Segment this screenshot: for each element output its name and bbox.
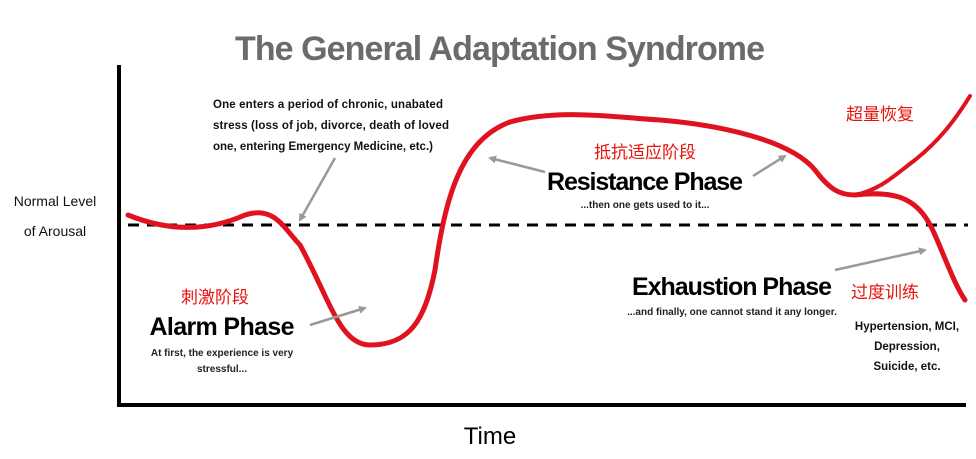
y-axis-label-line2: of Arousal	[24, 223, 86, 239]
alarm-phase-label: Alarm Phase	[150, 313, 295, 341]
outcome-line2: Depression,	[874, 341, 940, 353]
exhaustion-cn-label: 过度训练	[851, 283, 919, 302]
exhaustion-phase-label: Exhaustion Phase	[632, 273, 832, 301]
resistance-phase-label: Resistance Phase	[547, 168, 743, 196]
arrow-chronic	[298, 157, 337, 222]
exhaustion-desc: ...and finally, one cannot stand it any …	[627, 307, 837, 318]
y-axis-label-line1: Normal Level	[14, 193, 96, 209]
chronic-note-line1: One enters a period of chronic, unabated	[213, 99, 443, 111]
alarm-desc-line2: stressful...	[197, 364, 247, 375]
arrow-exhaustion	[834, 247, 927, 272]
outcome-line3: Suicide, etc.	[873, 361, 940, 373]
alarm-desc-line1: At first, the experience is very	[151, 348, 294, 359]
resistance-desc: ...then one gets used to it...	[581, 200, 710, 211]
diagram-title: The General Adaptation Syndrome	[235, 30, 765, 68]
chronic-note-line3: one, entering Emergency Medicine, etc.)	[213, 141, 433, 153]
supercompensation-cn-label: 超量恢复	[846, 105, 914, 124]
chronic-note-line2: stress (loss of job, divorce, death of l…	[213, 120, 449, 132]
outcome-line1: Hypertension, MCI,	[855, 321, 959, 333]
arrow-alarm	[309, 305, 367, 327]
arrow-resistance-right	[752, 154, 787, 178]
alarm-cn-label: 刺激阶段	[181, 288, 249, 307]
resistance-cn-label: 抵抗适应阶段	[594, 143, 696, 162]
x-axis-label: Time	[464, 423, 516, 450]
arrow-resistance-left	[488, 155, 546, 174]
supercompensation-curve	[853, 94, 972, 197]
